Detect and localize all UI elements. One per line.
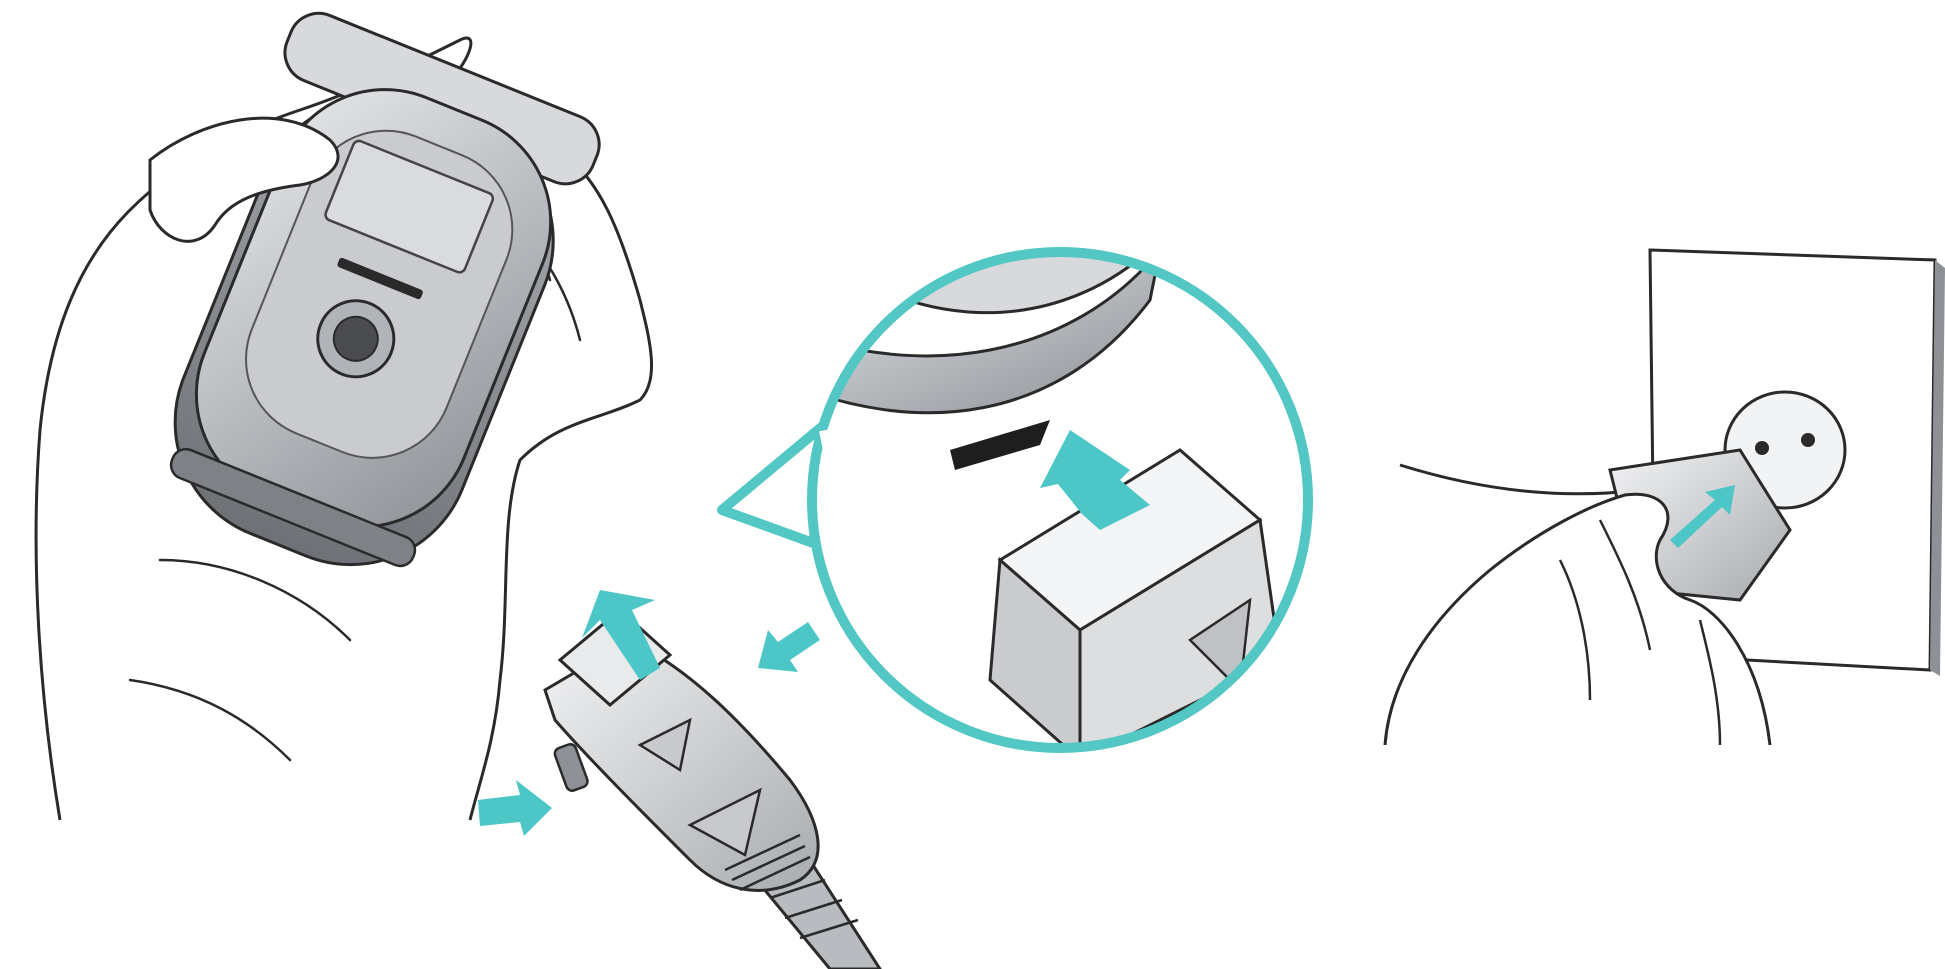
side-release-button-arrow-left (478, 780, 552, 836)
power-cord (1400, 465, 1640, 494)
side-release-button-arrow-right (758, 622, 820, 672)
socket-hole-left (1755, 441, 1769, 455)
charger-connector (545, 610, 880, 969)
connector-zoom-callout (722, 200, 1308, 760)
socket-hole-right (1801, 433, 1815, 447)
wall-outlet-panel (1385, 250, 1945, 745)
